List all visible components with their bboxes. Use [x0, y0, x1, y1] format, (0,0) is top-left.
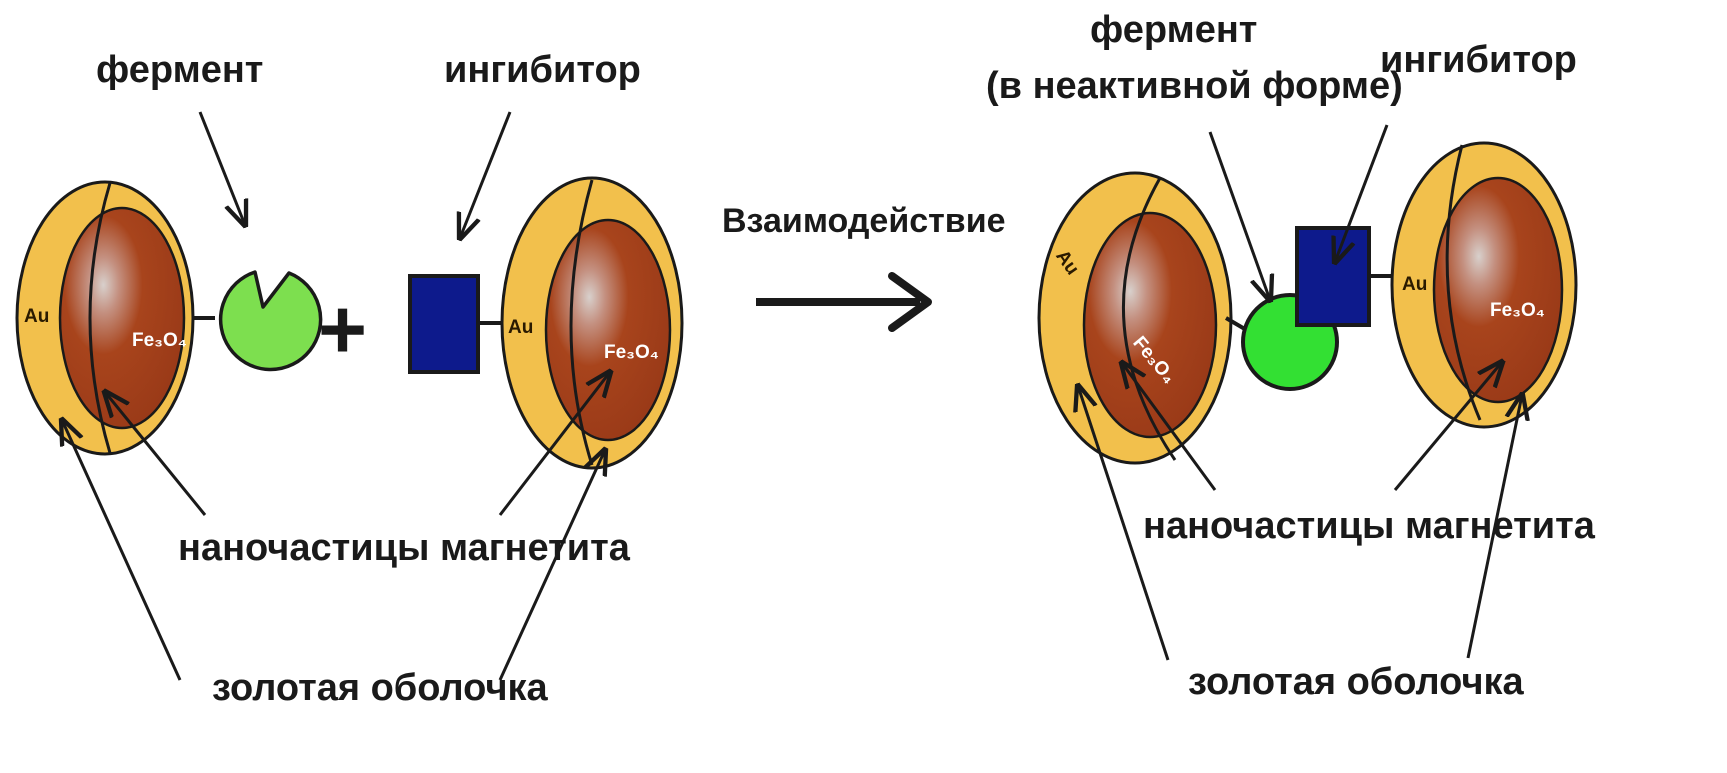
enzyme-label-line1: фермент: [1090, 9, 1257, 51]
nanoparticle-right-1: Au Fe₃O₄: [1039, 173, 1231, 463]
inhibitor-square: [1297, 228, 1369, 325]
core-label: Fe₃O₄: [604, 342, 659, 363]
shell-label: Au: [508, 317, 533, 338]
right-panel: Au Fe₃O₄ Au Fe₃O₄ фермент (в неактивной …: [986, 9, 1596, 703]
enzyme-label-line2: (в неактивной форме): [986, 65, 1403, 107]
middle-panel: Взаимодействие: [722, 202, 1006, 328]
left-panel: Au Fe₃O₄ + Au Fe₃O₄ фермент ингибитор на…: [17, 49, 682, 709]
magnetite-core: [60, 208, 184, 428]
plus-sign: +: [318, 282, 367, 376]
nanoparticles-label: наночастицы магнетита: [1143, 505, 1596, 547]
nanoparticle-left-1: Au Fe₃O₄: [17, 182, 193, 454]
interaction-label: Взаимодействие: [722, 202, 1006, 240]
core-label: Fe₃O₄: [1490, 300, 1545, 321]
inhibitor-label: ингибитор: [1380, 39, 1577, 81]
gold-shell-label: золотая оболочка: [1188, 661, 1525, 703]
nanoparticle-left-2: Au Fe₃O₄: [502, 178, 682, 468]
magnetite-core: [546, 220, 670, 440]
inhibitor-label: ингибитор: [444, 49, 641, 91]
nanoparticles-label: наночастицы магнетита: [178, 527, 631, 569]
core-label: Fe₃O₄: [132, 330, 187, 351]
enzyme-shape: [221, 272, 321, 369]
shell-label: Au: [1402, 274, 1427, 295]
shell-label: Au: [24, 306, 49, 327]
enzyme-label: фермент: [96, 49, 263, 91]
gold-shell-label: золотая оболочка: [212, 667, 549, 709]
inhibitor-square: [410, 276, 478, 372]
